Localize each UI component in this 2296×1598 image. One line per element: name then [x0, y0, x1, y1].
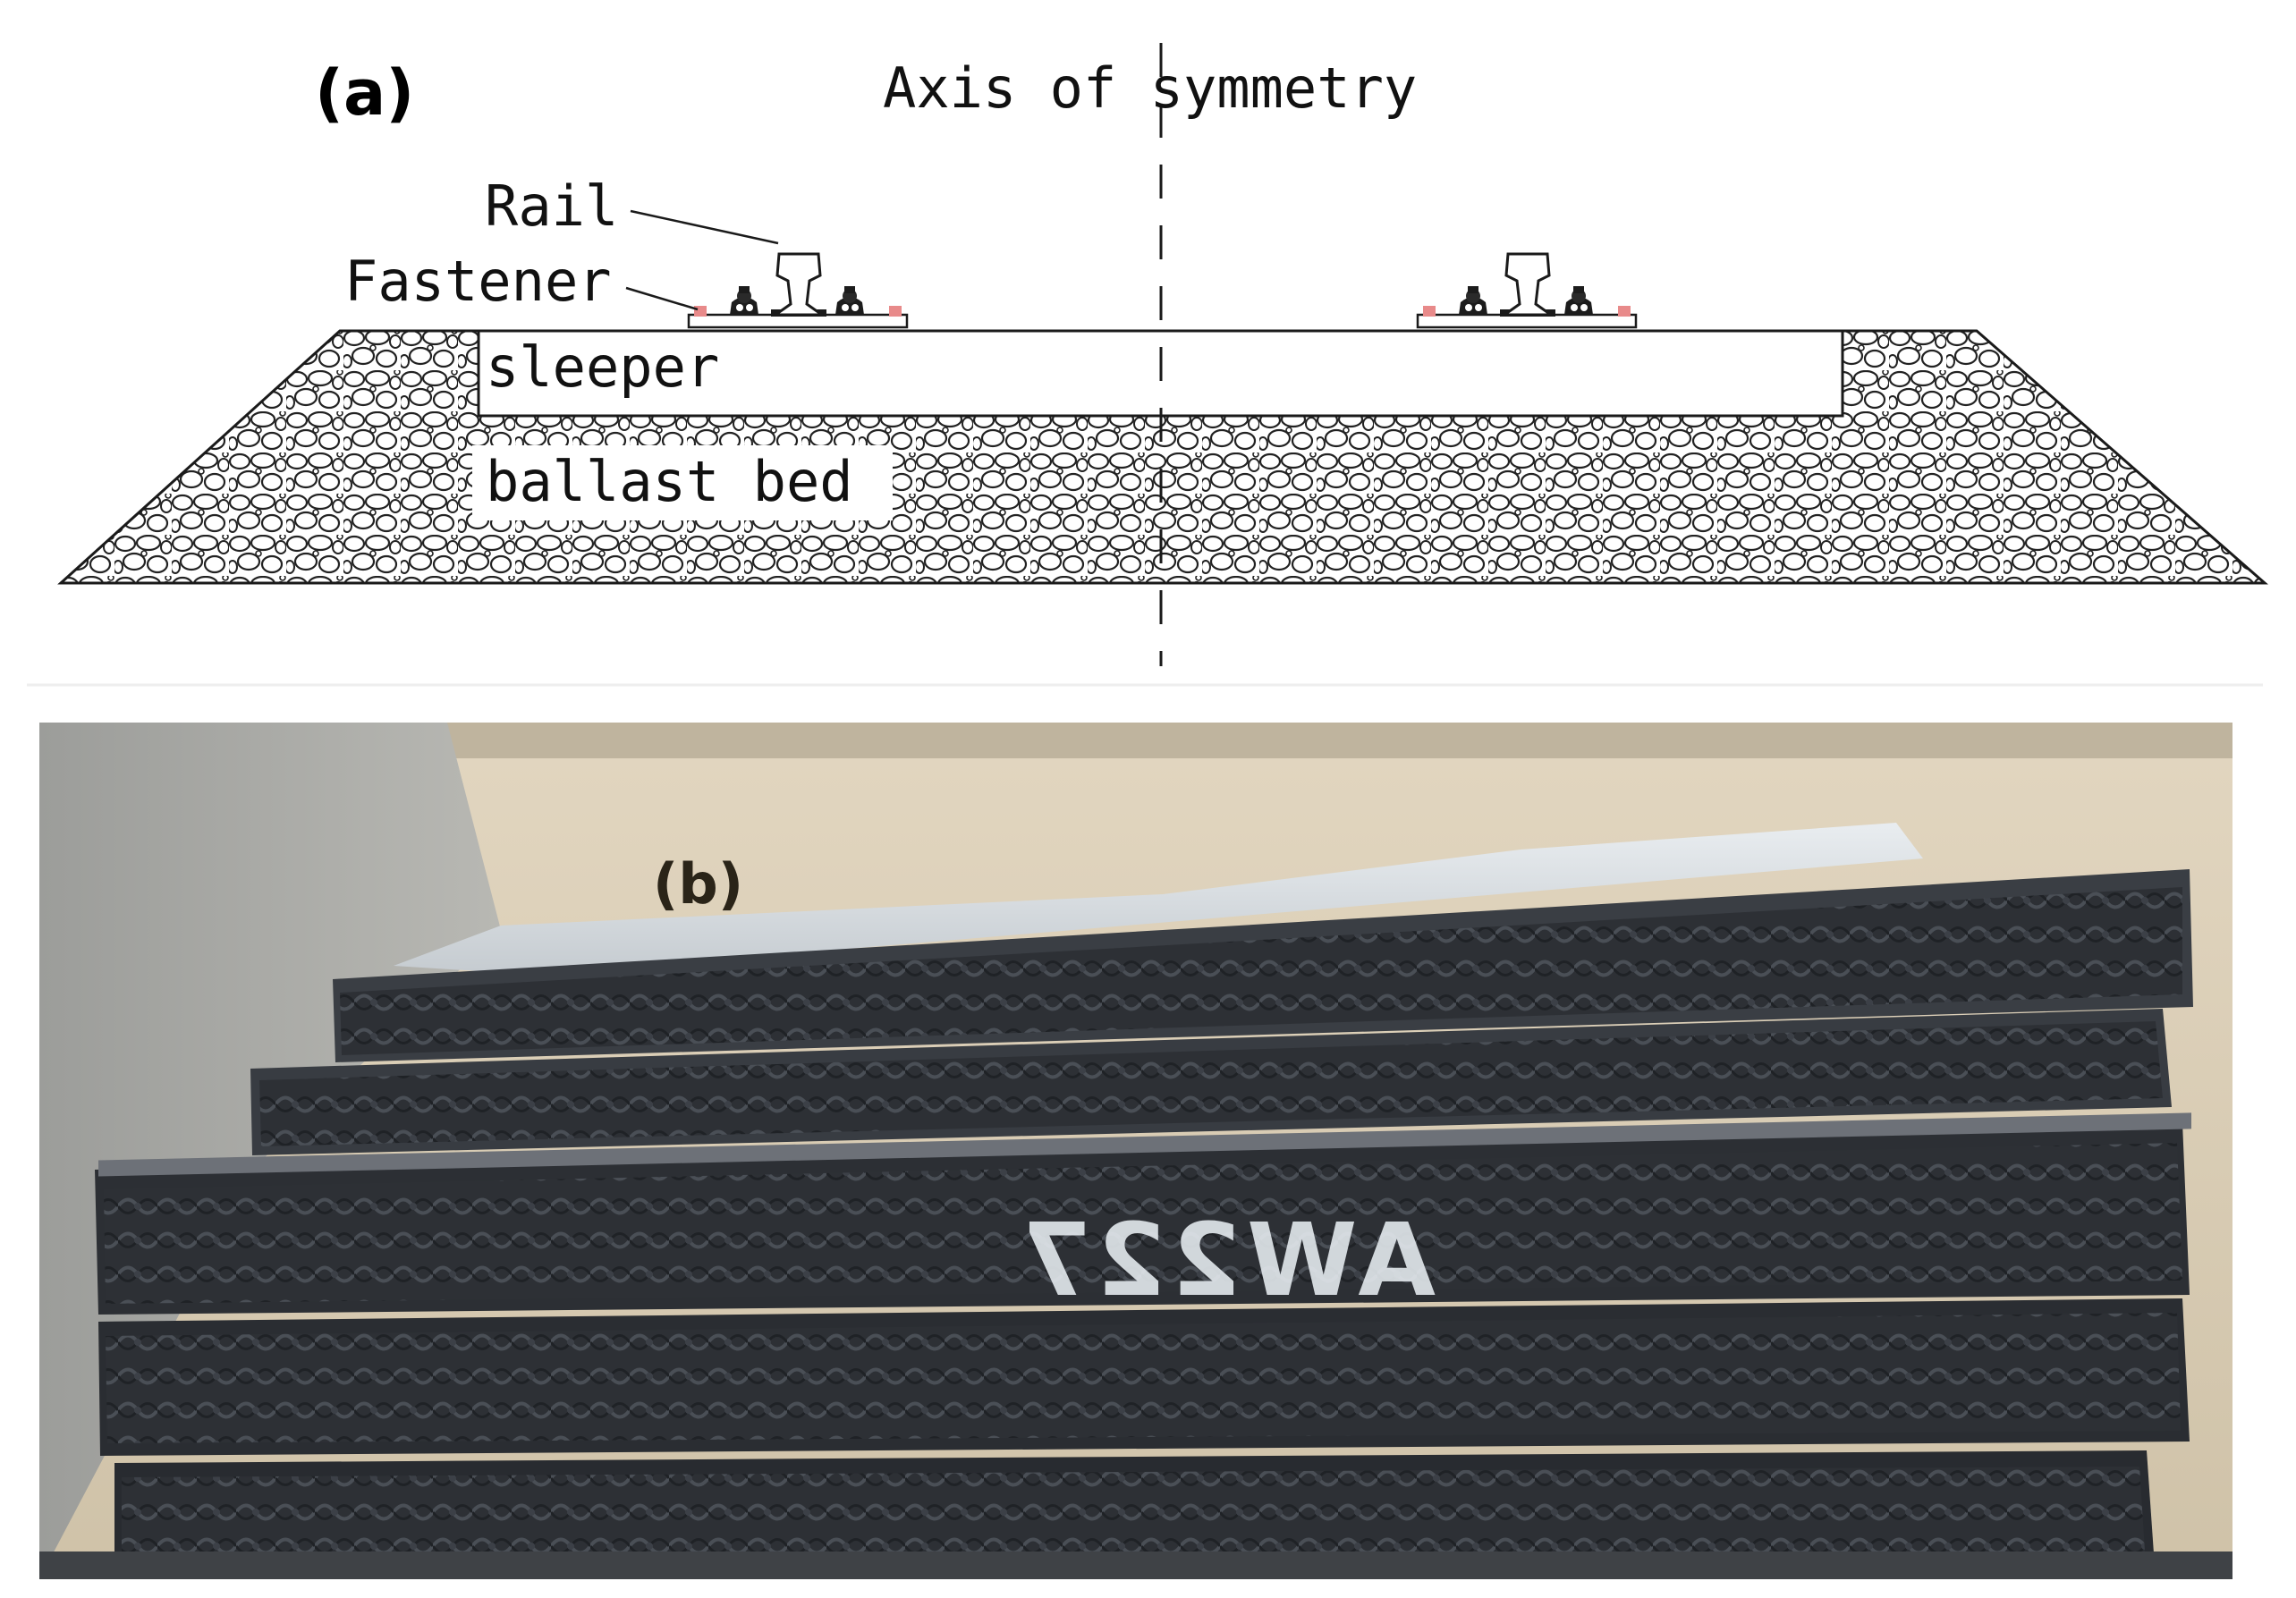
chalk-marking: AW227 [1016, 1203, 1436, 1319]
top-slab [394, 823, 1923, 975]
panel-a: (a) sleeper ballast bed [57, 43, 2268, 666]
ballast-bed-label: ballast bed [486, 449, 853, 514]
panel-a-label: (a) [315, 56, 414, 130]
right-rail-assembly [1416, 252, 1638, 329]
panel-b-label: (b) [653, 851, 743, 917]
left-rail-assembly [687, 252, 909, 329]
sleeper-stack [39, 869, 2232, 1579]
fastener-leader [625, 286, 699, 311]
sleeper-label: sleeper [486, 334, 719, 400]
rail-label: Rail [485, 173, 618, 239]
panel-b: AW227 (b) [39, 723, 2232, 1579]
ballast-label-bg [472, 445, 893, 520]
fastener-label: Fastener [344, 249, 612, 314]
axis-of-symmetry-label: Axis of symmetry [883, 55, 1417, 121]
rail-leader [630, 209, 779, 245]
